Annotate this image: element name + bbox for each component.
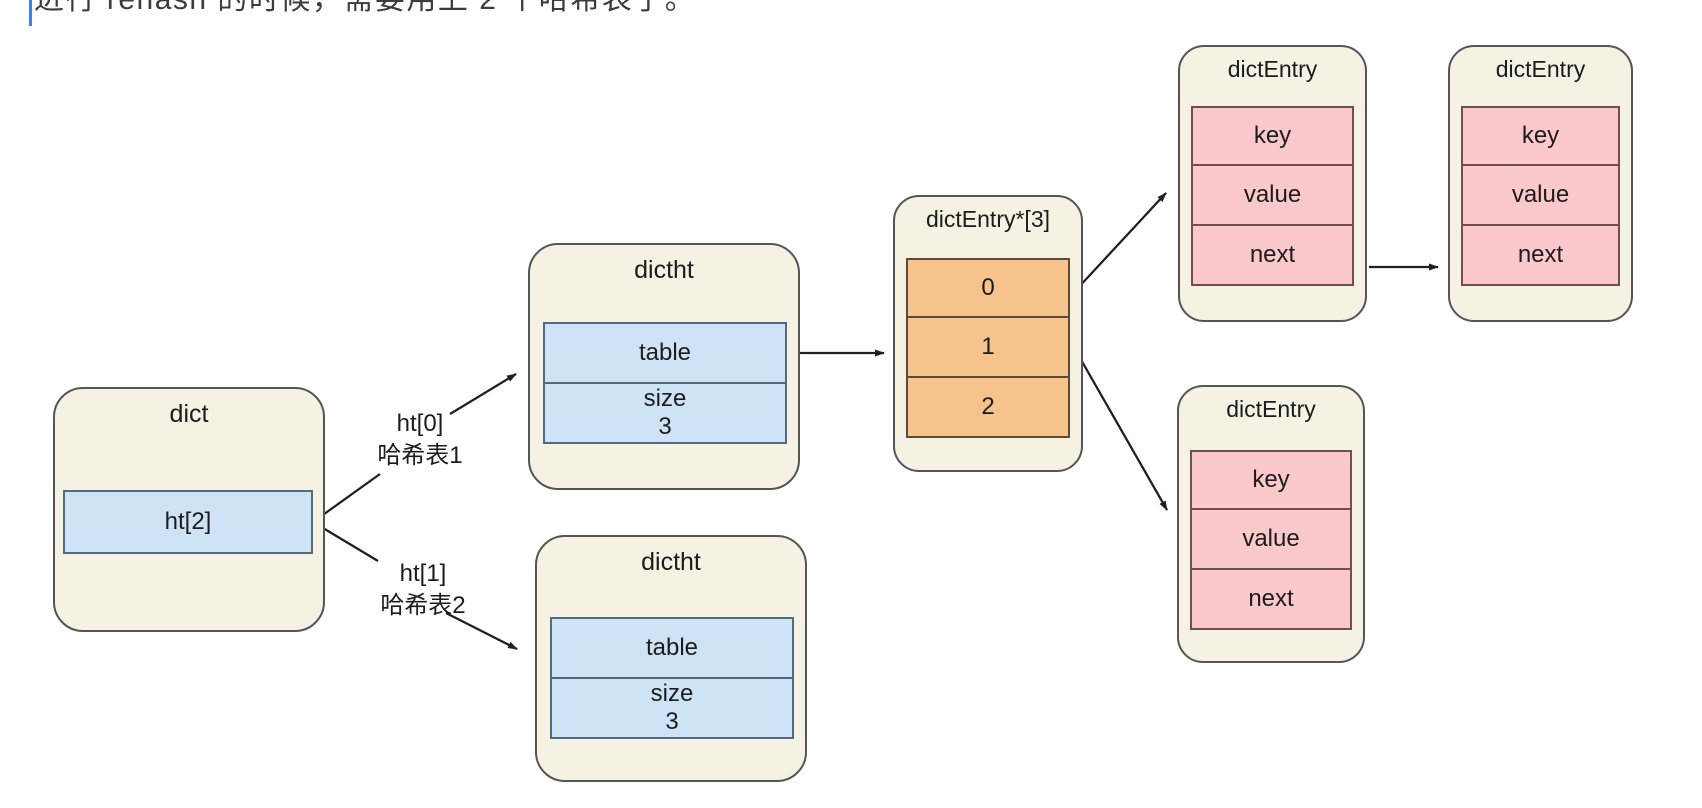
dictht-top-size-label: size — [643, 385, 687, 412]
dictentry-3-row-value: value — [1190, 510, 1352, 570]
dictht-top-row-table: table — [543, 322, 787, 384]
dictentry-3-title: dictEntry — [1226, 396, 1316, 422]
arrow-slot0-to-dictentry1 — [1076, 192, 1167, 290]
dictht-bottom-size-label: size — [650, 680, 694, 707]
dict-node: dict ht[2] — [53, 387, 325, 632]
dictentry-1-title: dictEntry — [1227, 56, 1318, 82]
dictht-top-node: dictht table size 3 — [528, 243, 800, 490]
edge-label-ht0-line2: 哈希表1 — [377, 442, 463, 469]
edge-label-ht0: ht[0] 哈希表1 — [352, 408, 488, 472]
arrow-slot1-to-dictentry3 — [1079, 357, 1168, 511]
dictht-bottom-size-value: 3 — [665, 708, 679, 735]
dictentry-2-row-next: next — [1461, 226, 1620, 286]
dictht-top-row-size: size 3 — [543, 384, 787, 444]
dictht-bottom-row-table: table — [550, 617, 794, 679]
edge-label-ht1-line1: ht[1] — [399, 560, 447, 587]
dictht-top-title: dictht — [634, 256, 694, 284]
dict-title: dict — [169, 400, 209, 428]
dictentry-node-2: dictEntry key value next — [1448, 45, 1633, 322]
bucket-slot-1: 1 — [906, 318, 1070, 378]
dictentry-3-row-next: next — [1190, 570, 1352, 630]
dictentry-1-row-value: value — [1191, 166, 1354, 226]
paragraph-text[interactable]: 进行 rehash 的时候，需要用上 2 个哈希表了。 — [34, 0, 934, 21]
dictht-bottom-row-size: size 3 — [550, 679, 794, 739]
bucket-slot-0: 0 — [906, 258, 1070, 318]
dictht-top-size-value: 3 — [658, 413, 672, 440]
dictentry-2-title: dictEntry — [1495, 56, 1586, 82]
dictentry-node-1: dictEntry key value next — [1178, 45, 1367, 322]
dictentry-node-3: dictEntry key value next — [1177, 385, 1365, 663]
edge-label-ht0-line1: ht[0] — [396, 410, 444, 437]
edge-label-ht1-line2: 哈希表2 — [380, 592, 466, 619]
edge-label-ht1: ht[1] 哈希表2 — [355, 558, 491, 622]
text-cursor — [29, 0, 32, 26]
dict-field-ht2: ht[2] — [63, 490, 313, 554]
dictht-bottom-title: dictht — [641, 548, 701, 576]
dictentry-3-row-key: key — [1190, 450, 1352, 510]
bucket-slot-2: 2 — [906, 378, 1070, 438]
bucket-array-title: dictEntry*[3] — [926, 206, 1050, 232]
bucket-array-node: dictEntry*[3] 0 1 2 — [893, 195, 1083, 472]
dictht-bottom-node: dictht table size 3 — [535, 535, 807, 782]
dictentry-1-row-key: key — [1191, 106, 1354, 166]
dictentry-2-row-value: value — [1461, 166, 1620, 226]
dictentry-1-row-next: next — [1191, 226, 1354, 286]
dictentry-2-row-key: key — [1461, 106, 1620, 166]
paragraph-text-content: 进行 rehash 的时候，需要用上 2 个哈希表了。 — [34, 0, 934, 20]
